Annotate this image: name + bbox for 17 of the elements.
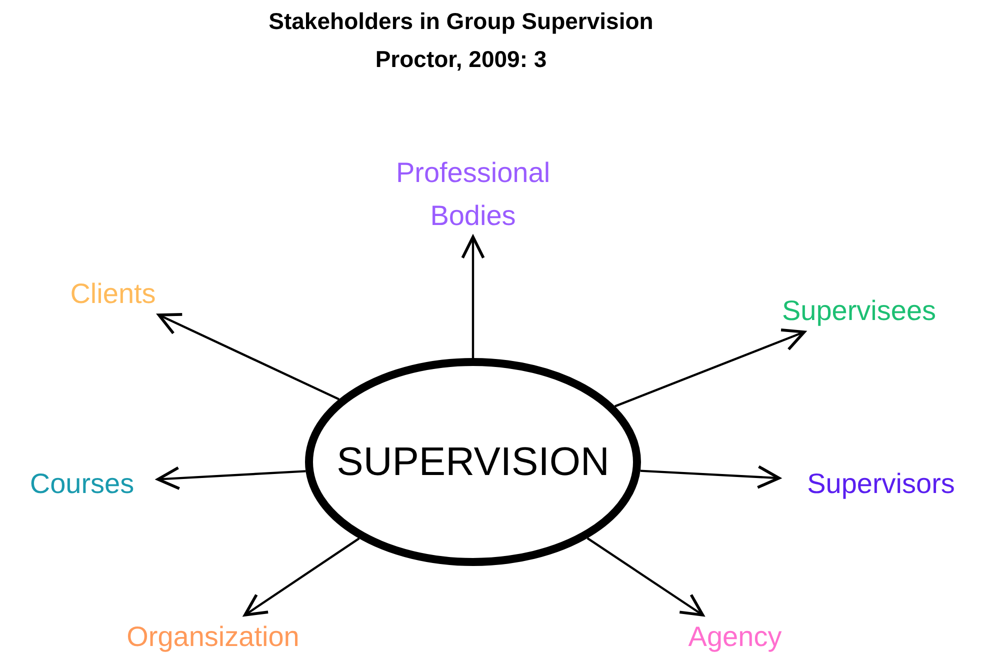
stakeholder-label: Courses xyxy=(6,462,158,505)
stakeholder-label: Clients xyxy=(48,272,178,315)
stakeholder-label: Supervisees xyxy=(754,289,964,332)
arrow xyxy=(461,236,485,358)
stakeholder-label: Organsization xyxy=(96,615,330,654)
diagram-title: Stakeholders in Group Supervision xyxy=(268,8,654,35)
arrow xyxy=(157,312,340,400)
arrow xyxy=(614,328,806,408)
arrow xyxy=(244,537,360,616)
citation-text: Proctor, 2009: 3 xyxy=(374,46,548,73)
arrow xyxy=(586,537,704,616)
stakeholder-label: Professional Bodies xyxy=(361,151,585,237)
ellipse-node: SUPERVISION xyxy=(305,358,641,566)
stakeholder-label: Agency xyxy=(666,615,804,654)
stakeholder-label: Supervisors xyxy=(779,462,983,505)
arrow xyxy=(156,466,306,490)
arrow xyxy=(640,465,780,489)
